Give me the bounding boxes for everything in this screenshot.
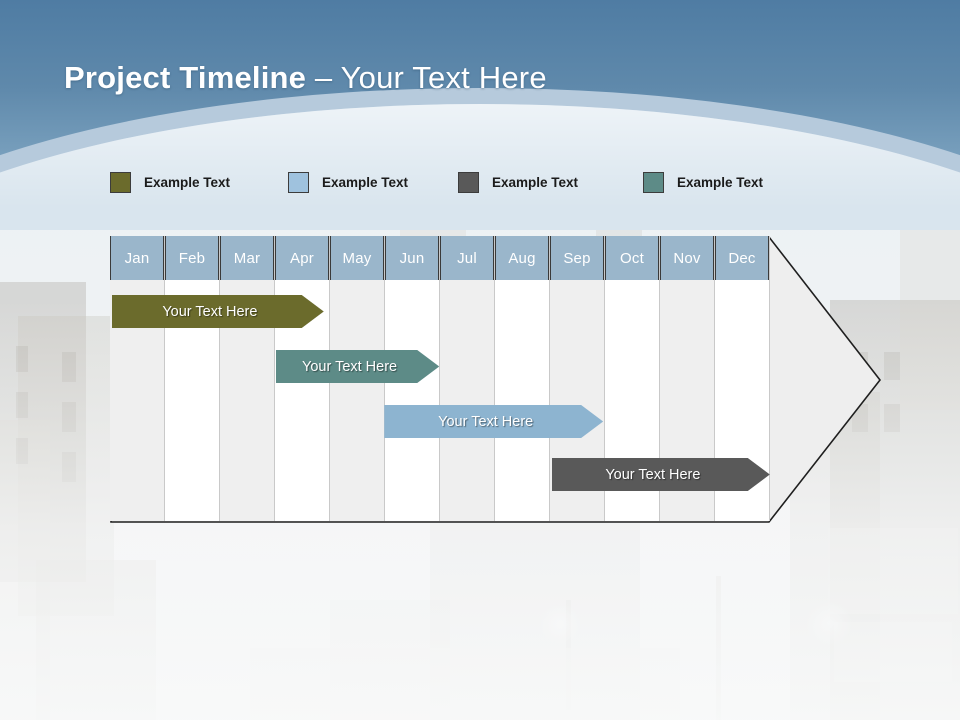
- legend-swatch-icon: [288, 171, 309, 193]
- month-header-feb[interactable]: Feb: [165, 236, 219, 280]
- legend-label: Example Text: [144, 174, 231, 190]
- legend: Example Text Example Text Example Text Exam…: [110, 168, 850, 196]
- legend-item: Example Text: [458, 168, 578, 196]
- header-band: [0, 0, 960, 230]
- legend-swatch-icon: [458, 171, 479, 193]
- month-column-aug: Aug: [495, 236, 550, 521]
- month-column-feb: Feb: [165, 236, 220, 521]
- month-header-jun[interactable]: Jun: [385, 236, 439, 280]
- month-header-aug[interactable]: Aug: [495, 236, 549, 280]
- legend-label: Example Text: [322, 174, 409, 190]
- legend-swatch-icon: [110, 171, 131, 193]
- page-title-bold: Project Timeline: [64, 60, 307, 95]
- task-bar-3[interactable]: Your Text Here: [384, 405, 603, 438]
- legend-item: Example Text: [643, 168, 763, 196]
- month-header-oct[interactable]: Oct: [605, 236, 659, 280]
- month-header-dec[interactable]: Dec: [715, 236, 769, 280]
- legend-label: Example Text: [677, 174, 764, 190]
- month-header-may[interactable]: May: [330, 236, 384, 280]
- task-bar-label: Your Text Here: [302, 358, 398, 375]
- month-header-apr[interactable]: Apr: [275, 236, 329, 280]
- task-bar-label: Your Text Here: [162, 303, 258, 320]
- task-bar-1[interactable]: Your Text Here: [112, 295, 324, 328]
- month-column-mar: Mar: [220, 236, 275, 521]
- month-header-mar[interactable]: Mar: [220, 236, 274, 280]
- legend-swatch-icon: [643, 171, 664, 193]
- legend-label: Example Text: [492, 174, 579, 190]
- month-header-nov[interactable]: Nov: [660, 236, 714, 280]
- task-bar-4[interactable]: Your Text Here: [552, 458, 770, 491]
- task-bar-label: Your Text Here: [605, 466, 701, 483]
- month-header-sep[interactable]: Sep: [550, 236, 604, 280]
- page-title-rest: – Your Text Here: [306, 60, 547, 95]
- month-header-jan[interactable]: Jan: [110, 236, 164, 280]
- month-column-jul: Jul: [440, 236, 495, 521]
- month-header-jul[interactable]: Jul: [440, 236, 494, 280]
- legend-item: Example Text: [110, 168, 230, 196]
- task-bar-label: Your Text Here: [438, 413, 534, 430]
- legend-item: Example Text: [288, 168, 408, 196]
- month-column-jan: Jan: [110, 236, 165, 521]
- page-title: Project Timeline – Your Text Here: [64, 58, 547, 98]
- task-bar-2[interactable]: Your Text Here: [276, 350, 439, 383]
